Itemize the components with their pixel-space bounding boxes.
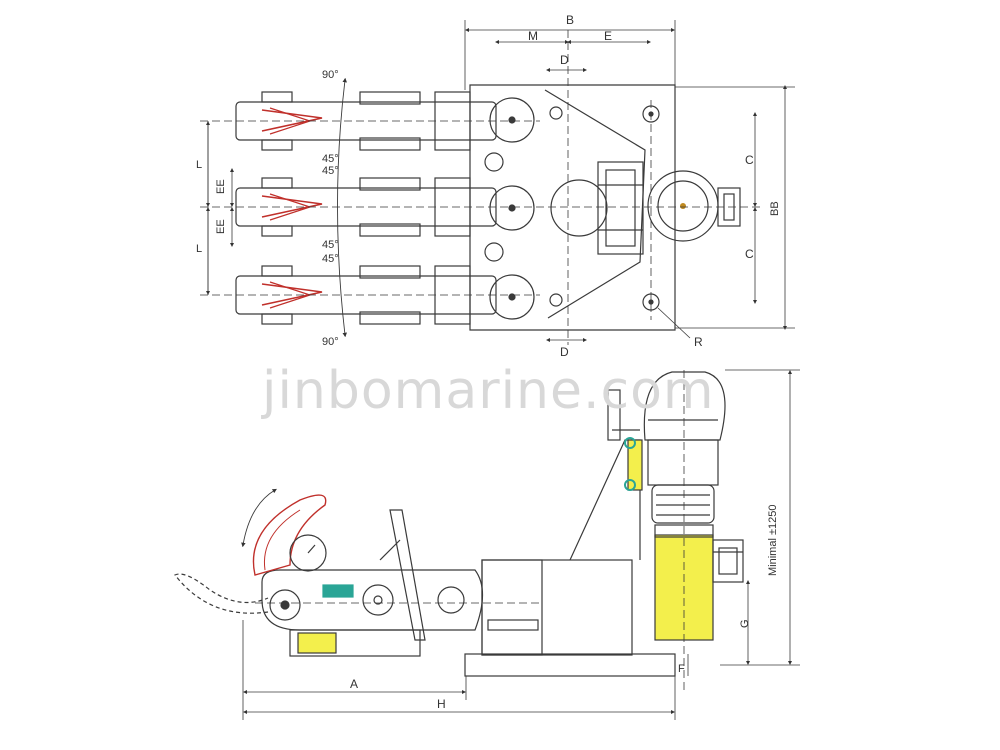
dim-ee-upper: EE bbox=[215, 179, 227, 194]
hinge-disk-bottom bbox=[489, 274, 535, 320]
angle-45-b: 45° bbox=[322, 165, 339, 177]
foundation bbox=[464, 653, 676, 677]
dim-h: H bbox=[437, 697, 446, 711]
angle-90-top: 90° bbox=[322, 69, 339, 81]
dim-f: F bbox=[678, 663, 685, 675]
dim-d-top: D bbox=[560, 53, 569, 67]
watermark: jinbomarine.com bbox=[261, 361, 715, 421]
hook-released-ghost bbox=[174, 573, 269, 614]
base-pedestal bbox=[481, 559, 633, 656]
teal-plate bbox=[322, 584, 354, 598]
motor-terminal-box bbox=[712, 539, 744, 583]
angle-45-c: 45° bbox=[322, 239, 339, 251]
load-gauge bbox=[289, 534, 327, 572]
dim-l-lower: L bbox=[196, 243, 202, 255]
dim-b: B bbox=[566, 13, 574, 27]
mounting-bracket bbox=[544, 89, 646, 319]
angle-45-a: 45° bbox=[322, 153, 339, 165]
gearbox-side bbox=[647, 439, 719, 486]
hinge-disk-middle bbox=[489, 185, 535, 231]
top-view bbox=[200, 20, 795, 345]
dim-l-upper: L bbox=[196, 159, 202, 171]
dim-r: R bbox=[694, 335, 703, 349]
dim-m: M bbox=[528, 29, 538, 43]
hook-body bbox=[261, 569, 484, 631]
release-drum bbox=[437, 586, 465, 614]
mast-plate bbox=[607, 389, 621, 441]
base-plate bbox=[469, 84, 676, 331]
small-hole-top bbox=[549, 106, 563, 120]
dim-e: E bbox=[604, 29, 612, 43]
minimal-height-note: Minimal ±1250 bbox=[767, 505, 779, 576]
capstan-ball bbox=[550, 179, 608, 237]
dim-c-upper: C bbox=[745, 153, 754, 167]
dim-c-lower: C bbox=[745, 247, 754, 261]
release-wheel bbox=[362, 584, 394, 616]
release-lever bbox=[389, 509, 426, 641]
dim-bb: BB bbox=[769, 201, 781, 216]
angle-45-d: 45° bbox=[322, 253, 339, 265]
dim-ee-lower: EE bbox=[215, 219, 227, 234]
dim-a: A bbox=[350, 677, 358, 691]
link-disk-lower bbox=[484, 242, 504, 262]
hook-pivot bbox=[269, 589, 301, 621]
small-hole-bottom bbox=[549, 293, 563, 307]
capstan-drum bbox=[643, 371, 726, 441]
link-disk-upper bbox=[484, 152, 504, 172]
side-view bbox=[174, 369, 800, 720]
gearbox bbox=[597, 161, 644, 255]
dim-d-bottom: D bbox=[560, 345, 569, 359]
hinge-disk-top bbox=[489, 97, 535, 143]
yellow-housing bbox=[297, 632, 337, 654]
dim-g: G bbox=[739, 619, 751, 628]
angle-90-bottom: 90° bbox=[322, 336, 339, 348]
